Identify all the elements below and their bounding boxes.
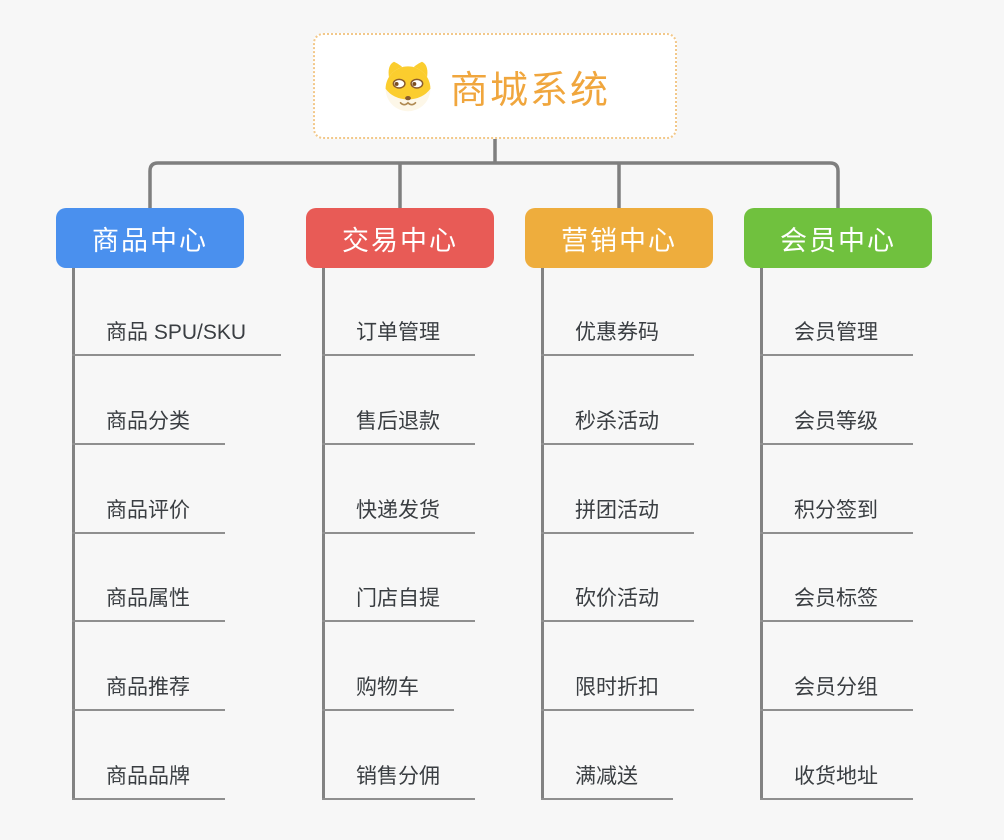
root-node[interactable]: 商城系统	[313, 33, 677, 139]
branch-header-products[interactable]: 商品中心	[56, 208, 244, 268]
child-node[interactable]: 会员标签	[760, 586, 913, 622]
dog-icon	[380, 58, 436, 114]
child-node[interactable]: 商品推荐	[72, 675, 225, 711]
child-node[interactable]: 砍价活动	[541, 586, 694, 622]
child-node[interactable]: 售后退款	[322, 409, 475, 445]
branch-header-marketing[interactable]: 营销中心	[525, 208, 713, 268]
branch-label: 交易中心	[342, 225, 458, 256]
branch-marketing: 营销中心 优惠券码秒杀活动拼团活动砍价活动限时折扣满减送	[525, 0, 775, 840]
child-node[interactable]: 商品评价	[72, 498, 225, 534]
child-node[interactable]: 积分签到	[760, 498, 913, 534]
branch-header-trade[interactable]: 交易中心	[306, 208, 494, 268]
branch-members: 会员中心 会员管理会员等级积分签到会员标签会员分组收货地址	[744, 0, 994, 840]
child-node[interactable]: 会员分组	[760, 675, 913, 711]
trunk-line	[148, 161, 840, 209]
branch-child-connector	[541, 268, 544, 800]
branch-products: 商品中心 商品 SPU/SKU 商品分类商品评价商品属性商品推荐商品品牌	[56, 0, 306, 840]
branch-trade: 交易中心 订单管理售后退款快递发货门店自提购物车销售分佣	[306, 0, 556, 840]
child-node[interactable]: 优惠券码	[541, 320, 694, 356]
child-node[interactable]: 商品 SPU/SKU	[72, 320, 282, 356]
child-node[interactable]: 快递发货	[322, 498, 475, 534]
branch-label: 商品中心	[92, 225, 208, 256]
child-node[interactable]: 秒杀活动	[541, 409, 694, 445]
child-node[interactable]: 会员等级	[760, 409, 913, 445]
child-node[interactable]: 门店自提	[322, 586, 475, 622]
child-node[interactable]: 收货地址	[760, 764, 913, 800]
child-node[interactable]: 满减送	[541, 764, 673, 800]
child-node[interactable]: 订单管理	[322, 320, 475, 356]
branch-child-connector	[72, 268, 75, 800]
branch-label: 营销中心	[561, 225, 677, 256]
child-node[interactable]: 商品品牌	[72, 764, 225, 800]
child-node[interactable]: 商品分类	[72, 409, 225, 445]
child-node[interactable]: 购物车	[322, 675, 454, 711]
child-node[interactable]: 销售分佣	[322, 764, 475, 800]
child-node[interactable]: 拼团活动	[541, 498, 694, 534]
branch-child-connector	[760, 268, 763, 800]
branch-label: 会员中心	[780, 225, 896, 256]
branch-child-connector	[322, 268, 325, 800]
root-title: 商城系统	[449, 69, 610, 112]
child-node[interactable]: 会员管理	[760, 320, 913, 356]
child-node[interactable]: 限时折扣	[541, 675, 694, 711]
child-node[interactable]: 商品属性	[72, 586, 225, 622]
branch-header-members[interactable]: 会员中心	[744, 208, 932, 268]
